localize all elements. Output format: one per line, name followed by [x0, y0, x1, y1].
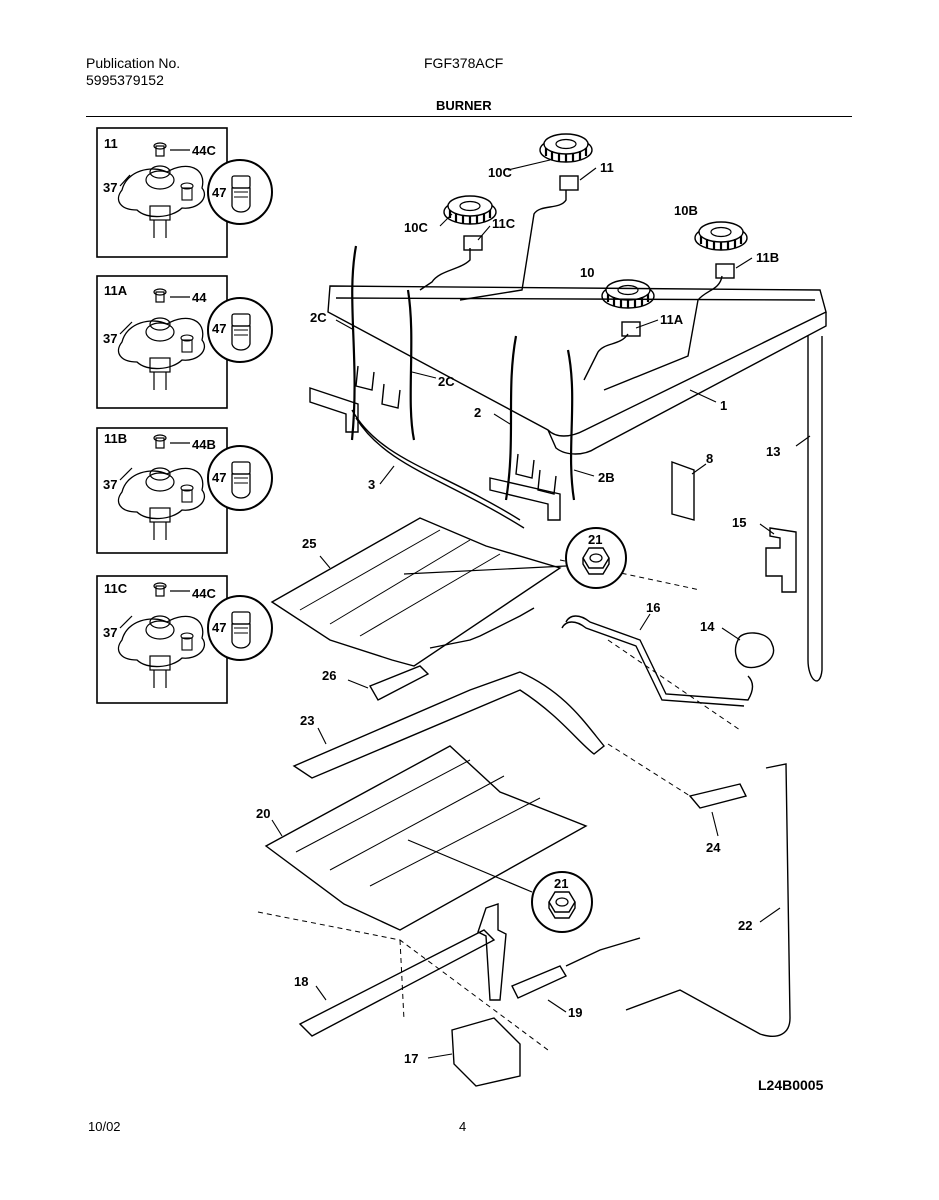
baffle-25 — [270, 517, 562, 667]
callout-8: 8 — [706, 451, 713, 466]
callout-11c: 11C — [492, 216, 516, 231]
callout-11-top: 11 — [600, 160, 614, 175]
footer-page-number: 4 — [459, 1119, 467, 1134]
callout-14: 14 — [700, 619, 715, 634]
callout-11b: 11B — [756, 250, 779, 265]
tube-11 — [459, 190, 567, 301]
diagram-code: L24B0005 — [758, 1077, 824, 1093]
inset-11a-label-47: 47 — [212, 321, 226, 336]
inset-11: 11 44C 37 47 — [96, 127, 273, 258]
screw-icon — [153, 288, 167, 303]
callout-2: 2 — [474, 405, 481, 420]
inset-11b-label-47: 47 — [212, 470, 226, 485]
callout-10c-left: 10C — [404, 220, 428, 235]
callout-10c-top: 10C — [488, 165, 512, 180]
screw-icon — [153, 582, 167, 597]
inset-11c-label-37: 37 — [103, 625, 117, 640]
inset-11c: 11C 44C 37 47 — [96, 575, 273, 704]
burner-head-10b — [693, 220, 749, 252]
wire-harness-3 — [351, 409, 525, 529]
lower-assembly — [257, 517, 791, 1087]
igniter-19 — [511, 965, 568, 999]
callout-10: 10 — [580, 265, 594, 280]
callout-22: 22 — [738, 918, 752, 933]
gas-line-13 — [807, 336, 823, 682]
footer-date: 10/02 — [88, 1119, 121, 1134]
valve-drawing-11b — [117, 467, 206, 541]
callout-20: 20 — [256, 806, 270, 821]
part-8 — [671, 461, 695, 521]
callout-23: 23 — [300, 713, 314, 728]
callout-3: 3 — [368, 477, 375, 492]
callout-15: 15 — [732, 515, 746, 530]
valve-drawing-11 — [117, 165, 206, 239]
callout-21-top: 21 — [588, 532, 602, 547]
publication-number: 5995379152 — [86, 72, 164, 88]
bracket-right — [489, 477, 561, 521]
title-rule — [86, 116, 852, 117]
burner-head-10c-top — [538, 132, 594, 164]
inset-11a: 11A 44 37 47 — [96, 275, 273, 409]
model-number: FGF378ACF — [424, 55, 504, 71]
burner-18 — [298, 929, 496, 1037]
igniter-26 — [368, 665, 430, 701]
section-title: BURNER — [436, 98, 492, 113]
callout-19: 19 — [568, 1005, 582, 1020]
tube-11b — [603, 275, 723, 391]
tube-16 — [565, 615, 754, 701]
inset-11-label-37: 37 — [103, 180, 117, 195]
inset-11-title: 11 — [104, 136, 118, 151]
callout-2b: 2B — [598, 470, 615, 485]
inset-11b-title: 11B — [104, 431, 127, 446]
valve-17 — [451, 1017, 521, 1087]
bracket-left — [309, 387, 359, 433]
part-15 — [765, 527, 797, 593]
part-24 — [688, 783, 748, 809]
callout-17: 17 — [404, 1051, 418, 1066]
burner-head-10c-left — [442, 194, 498, 226]
callout-2c-right: 2C — [438, 374, 455, 389]
screw-icon — [153, 434, 167, 449]
screw-icon — [153, 142, 167, 157]
inset-11-label-47: 47 — [212, 185, 226, 200]
tube-11a — [583, 333, 629, 381]
callout-2c-left: 2C — [310, 310, 327, 325]
regulator-14 — [734, 632, 775, 669]
publication-label: Publication No. — [86, 55, 181, 71]
tube-22 — [625, 763, 791, 1037]
valve-drawing-11a — [117, 317, 206, 391]
inset-11b: 11B 44B 37 47 — [96, 427, 273, 554]
inset-11c-title: 11C — [104, 581, 128, 596]
callout-13: 13 — [766, 444, 780, 459]
inset-11b-label-44b: 44B — [192, 437, 216, 452]
callout-18: 18 — [294, 974, 308, 989]
burner-head-10 — [600, 278, 656, 310]
inset-11a-title: 11A — [104, 283, 128, 298]
inset-11a-label-44: 44 — [192, 290, 207, 305]
baffle-20 — [264, 745, 588, 931]
leader-lines — [271, 159, 811, 1059]
manifold-rail — [327, 285, 827, 437]
callout-21-bottom: 21 — [554, 876, 568, 891]
inset-11c-label-44c: 44C — [192, 586, 216, 601]
callout-10b: 10B — [674, 203, 698, 218]
valve-drawing-11c — [117, 615, 206, 689]
inset-11a-label-37: 37 — [103, 331, 117, 346]
callout-11a: 11A — [660, 312, 684, 327]
callout-25: 25 — [302, 536, 316, 551]
inset-11c-label-47: 47 — [212, 620, 226, 635]
callout-1: 1 — [720, 398, 727, 413]
tube-11c — [419, 248, 471, 291]
manifold-and-tubes — [309, 175, 827, 707]
callout-24: 24 — [706, 840, 721, 855]
callout-16: 16 — [646, 600, 660, 615]
burner-tube-23 — [292, 671, 605, 779]
inset-11-label-44c: 44C — [192, 143, 216, 158]
burner-heads — [442, 132, 749, 310]
callout-26: 26 — [322, 668, 336, 683]
inset-11b-label-37: 37 — [103, 477, 117, 492]
